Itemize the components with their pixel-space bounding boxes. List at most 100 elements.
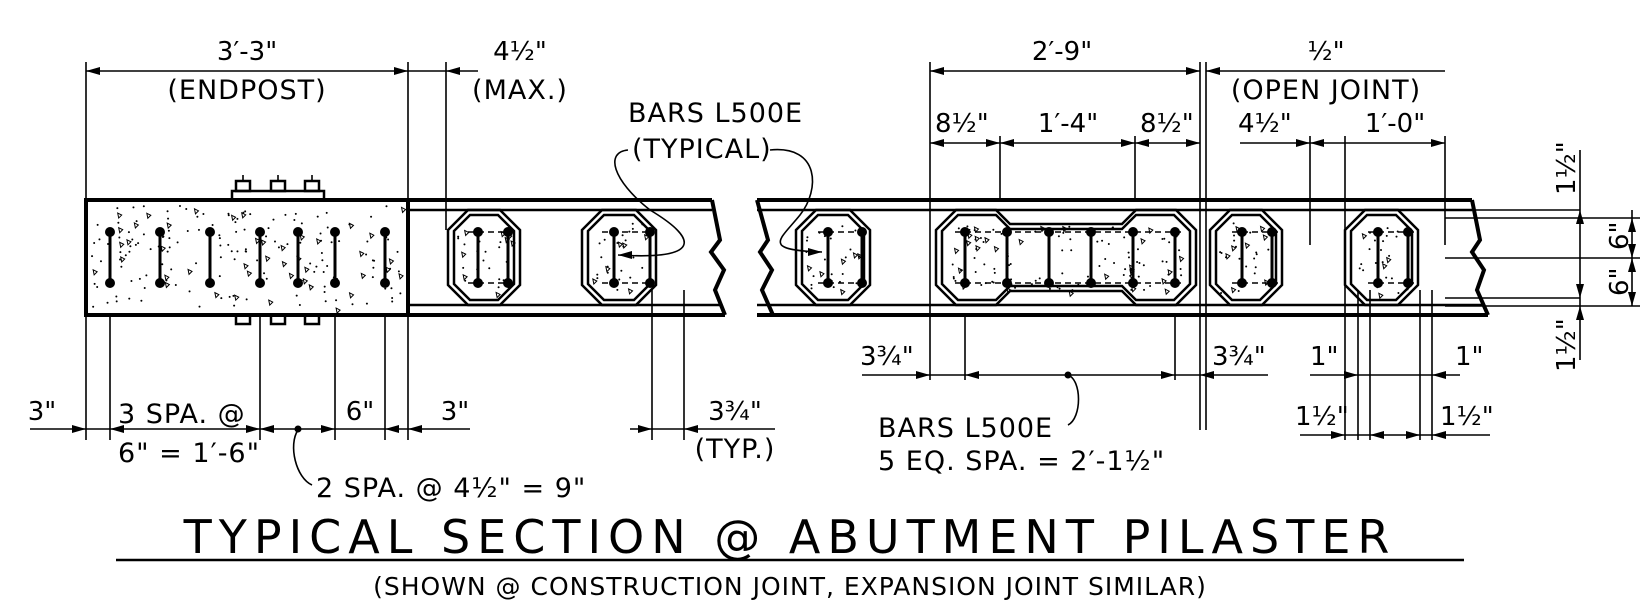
aggregate-dot bbox=[185, 208, 188, 211]
aggregate-dot bbox=[810, 287, 813, 290]
aggregate-dot bbox=[1068, 225, 1071, 228]
bar-dot bbox=[155, 227, 165, 237]
aggregate-mark bbox=[627, 288, 634, 295]
dim-1-0: 1′-0" bbox=[1365, 109, 1425, 139]
concrete-stipple bbox=[91, 205, 1409, 315]
dim-3q-right: 3¾" bbox=[1212, 342, 1266, 372]
aggregate-dot bbox=[1127, 251, 1130, 254]
aggregate-dot bbox=[396, 250, 399, 253]
aggregate-dot bbox=[497, 286, 500, 289]
aggregate-dot bbox=[96, 223, 99, 226]
aggregate-dot bbox=[385, 205, 388, 208]
aggregate-dot bbox=[1161, 260, 1164, 263]
aggregate-mark bbox=[463, 229, 470, 237]
aggregate-mark bbox=[592, 278, 598, 286]
arrowhead bbox=[321, 425, 335, 433]
aggregate-dot bbox=[1254, 266, 1257, 269]
aggregate-dot bbox=[805, 239, 808, 242]
aggregate-dot bbox=[218, 275, 221, 278]
aggregate-dot bbox=[858, 255, 861, 258]
stirrup-outline bbox=[1349, 213, 1414, 302]
arrowhead bbox=[1135, 139, 1149, 147]
aggregate-dot bbox=[115, 300, 118, 303]
aggregate-dot bbox=[1219, 251, 1222, 254]
aggregate-mark bbox=[126, 238, 132, 246]
aggregate-dot bbox=[1008, 264, 1011, 267]
aggregate-mark bbox=[1230, 286, 1237, 294]
aggregate-dot bbox=[161, 263, 164, 266]
aggregate-dot bbox=[1000, 232, 1003, 235]
aggregate-mark bbox=[398, 272, 404, 280]
aggregate-mark bbox=[1178, 255, 1185, 263]
aggregate-mark bbox=[400, 206, 407, 214]
aggregate-dot bbox=[1397, 292, 1400, 295]
aggregate-mark bbox=[369, 232, 375, 240]
dim-3-spa: 3 SPA. @ bbox=[118, 399, 246, 430]
callout-typical: (TYPICAL) bbox=[632, 134, 772, 165]
arrowhead bbox=[1161, 371, 1175, 379]
aggregate-dot bbox=[138, 277, 141, 280]
bar-dot bbox=[645, 278, 655, 288]
aggregate-dot bbox=[1161, 238, 1164, 241]
aggregate-dot bbox=[1061, 249, 1064, 252]
aggregate-mark bbox=[1018, 238, 1025, 246]
arrowhead bbox=[260, 425, 274, 433]
aggregate-dot bbox=[371, 276, 374, 279]
aggregate-dot bbox=[498, 278, 501, 281]
aggregate-dot bbox=[372, 266, 375, 269]
stirrup-group bbox=[446, 208, 1420, 307]
aggregate-mark bbox=[133, 222, 140, 229]
arrowhead bbox=[1432, 371, 1446, 379]
aggregate-dot bbox=[980, 283, 983, 286]
aggregate-dot bbox=[313, 270, 316, 273]
aggregate-dot bbox=[1220, 291, 1223, 294]
aggregate-mark bbox=[316, 238, 322, 245]
aggregate-mark bbox=[166, 222, 173, 230]
stirrup-outline bbox=[934, 208, 1198, 307]
aggregate-dot bbox=[263, 272, 266, 275]
dim-4-half-b: 4½" bbox=[1238, 109, 1292, 139]
bar-dot bbox=[293, 278, 303, 288]
arrowhead bbox=[1370, 431, 1384, 439]
aggregate-dot bbox=[219, 256, 222, 259]
aggregate-dot bbox=[620, 269, 623, 272]
aggregate-dot bbox=[384, 287, 387, 290]
aggregate-dot bbox=[244, 248, 247, 251]
aggregate-dot bbox=[309, 262, 312, 265]
aggregate-mark bbox=[1167, 268, 1173, 276]
arrowhead bbox=[1121, 139, 1135, 147]
aggregate-dot bbox=[294, 212, 297, 215]
aggregate-dot bbox=[1388, 254, 1391, 257]
aggregate-mark bbox=[852, 252, 859, 259]
aggregate-dot bbox=[1224, 256, 1227, 259]
aggregate-dot bbox=[1138, 261, 1141, 264]
bar-dot bbox=[1128, 227, 1138, 237]
open-joint bbox=[1199, 62, 1207, 430]
bar-dot bbox=[380, 278, 390, 288]
dim-6-a: 6" bbox=[1605, 221, 1635, 250]
aggregate-dot bbox=[1034, 279, 1037, 282]
aggregate-mark bbox=[1164, 288, 1171, 296]
aggregate-dot bbox=[1123, 236, 1126, 239]
aggregate-mark bbox=[164, 274, 170, 282]
callout-text: BARS L500E (TYPICAL) BARS L500E 5 EQ. SP… bbox=[628, 98, 1164, 477]
aggregate-dot bbox=[982, 241, 985, 244]
aggregate-dot bbox=[218, 237, 221, 240]
aggregate-dot bbox=[641, 266, 644, 269]
bar-dot bbox=[105, 278, 115, 288]
aggregate-dot bbox=[992, 228, 995, 231]
aggregate-dot bbox=[462, 266, 465, 269]
dim-max-label: (MAX.) bbox=[472, 75, 568, 106]
aggregate-mark bbox=[617, 241, 624, 249]
aggregate-dot bbox=[979, 236, 982, 239]
aggregate-dot bbox=[117, 221, 120, 224]
aggregate-dot bbox=[335, 299, 338, 302]
aggregate-dot bbox=[195, 262, 198, 265]
aggregate-mark bbox=[146, 212, 152, 220]
aggregate-dot bbox=[1385, 276, 1388, 279]
dim-2-spa: 2 SPA. @ 4½" = 9" bbox=[316, 473, 586, 504]
aggregate-dot bbox=[603, 238, 606, 241]
aggregate-dot bbox=[464, 279, 467, 282]
aggregate-dot bbox=[952, 277, 955, 280]
dim-3-right: 3" bbox=[441, 397, 470, 427]
